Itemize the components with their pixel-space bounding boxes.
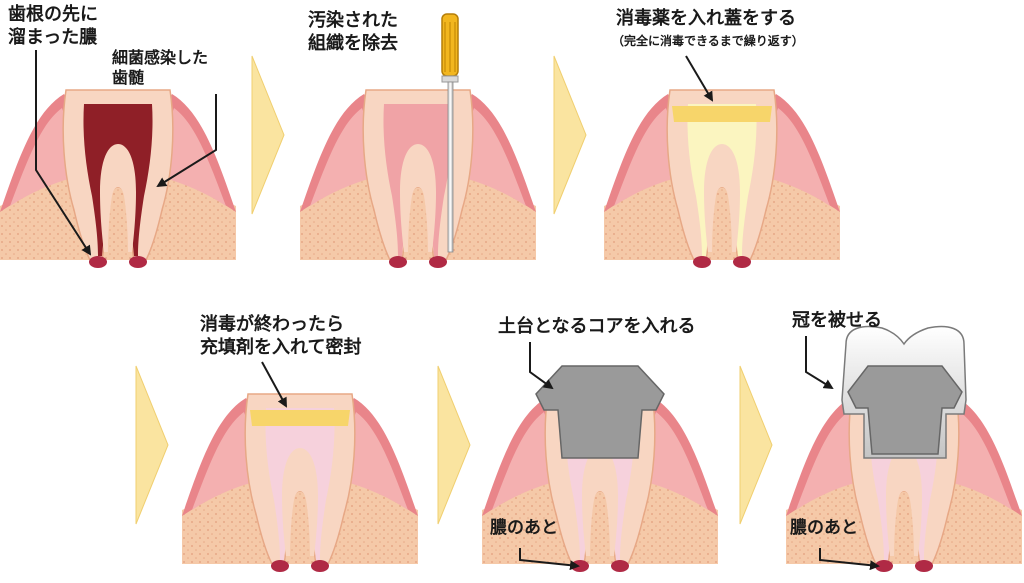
label-core: 土台となるコアを入れる [498,316,696,337]
label-crown: 冠を被せる [792,310,882,331]
arrow-3-4 [135,365,169,525]
label-seal: 消毒が終わったら 充填剤を入れて密封 [200,314,362,358]
panel-crown [785,325,1023,573]
panel-sealed [181,393,419,573]
leader-lines [35,50,880,571]
arrow-4-5 [437,365,471,525]
panel-cleaning [299,13,537,269]
label-disinfect-repeat: （完全に消毒できるまで繰り返す） [612,34,804,48]
label-pus-trace-crown: 膿のあと [790,518,858,538]
process-arrows [135,55,773,525]
root-canal-file-icon [441,13,459,253]
panel-disinfect [603,89,841,269]
arrow-1-2 [251,55,285,215]
arrow-2-3 [553,55,587,215]
label-pus-at-root: 歯根の先に 溜まった膿 [8,4,98,48]
panel-core [481,365,719,573]
label-disinfect: 消毒薬を入れ蓋をする [616,8,796,29]
label-pus-trace-core: 膿のあと [490,518,558,538]
arrow-5-6 [739,365,773,525]
label-infected-pulp: 細菌感染した 歯髄 [112,48,209,87]
label-remove-tissue: 汚染された 組織を除去 [308,10,398,54]
